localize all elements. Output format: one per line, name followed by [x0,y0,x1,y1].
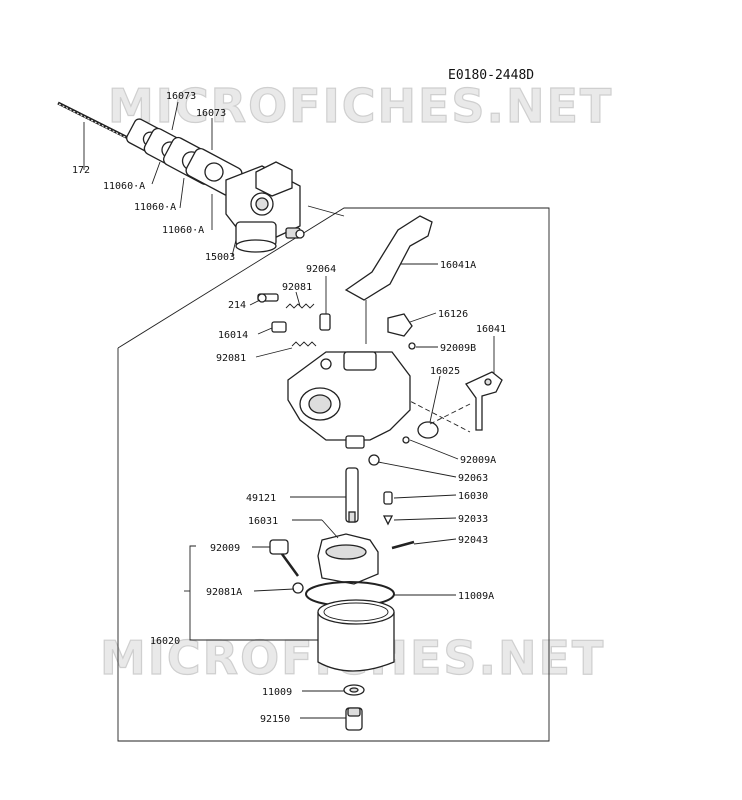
label-11009a: 11009A [458,591,494,602]
leader-16030 [393,494,457,499]
label-16031: 16031 [248,516,278,527]
leader-16031b [321,519,339,539]
label-92043: 92043 [458,535,488,546]
leader-11060a2 [179,177,185,209]
label-92009a: 92009A [460,455,496,466]
upper-carburetor-assembly [57,101,305,253]
leader-16020 [189,545,196,641]
label-11060a1: 11060·A [103,181,145,192]
label-92064: 92064 [306,264,336,275]
leader-11060a1 [151,161,161,185]
label-214: 214 [228,300,246,311]
label-16073b: 16073 [196,108,226,119]
label-11060a2: 11060·A [134,202,176,213]
label-92081A: 92081A [206,587,242,598]
label-49121: 49121 [246,493,276,504]
label-92033: 92033 [458,514,488,525]
label-92063: 92063 [458,473,488,484]
label-16041a: 16041A [440,260,476,271]
label-92081a: 92081 [282,282,312,293]
assembly-frame [117,207,550,742]
leader-16126 [409,312,437,323]
leader-92081A [253,588,295,592]
leader-16073a [171,101,179,131]
label-92081b: 92081 [216,353,246,364]
leader-92033 [393,517,457,521]
diagram-code: E0180-2448D [448,68,534,83]
leader-92081a [295,291,301,307]
label-11009: 11009 [262,687,292,698]
label-15003: 15003 [205,252,235,263]
leader-16025 [429,375,441,423]
watermark-top: MICROFICHES.NET [108,79,613,133]
leader-92043 [413,538,457,545]
label-92009b: 92009B [440,343,476,354]
leader-16014 [257,327,273,335]
leader-214 [249,299,261,306]
label-16030: 16030 [458,491,488,502]
label-16020: 16020 [150,636,180,647]
label-16041: 16041 [476,324,506,335]
lower-carburetor-assembly [257,215,503,731]
leader-92063 [377,461,457,478]
leader-92009a [409,439,459,460]
label-16126: 16126 [438,309,468,320]
label-92009: 92009 [210,543,240,554]
leader-15003 [231,239,237,257]
frame-connector [307,205,345,217]
leader-92081b [255,347,293,358]
label-92150: 92150 [260,714,290,725]
label-16025: 16025 [430,366,460,377]
label-11060a3: 11060·A [162,225,204,236]
label-16073a: 16073 [166,91,196,102]
label-172: 172 [72,165,90,176]
label-16014: 16014 [218,330,248,341]
